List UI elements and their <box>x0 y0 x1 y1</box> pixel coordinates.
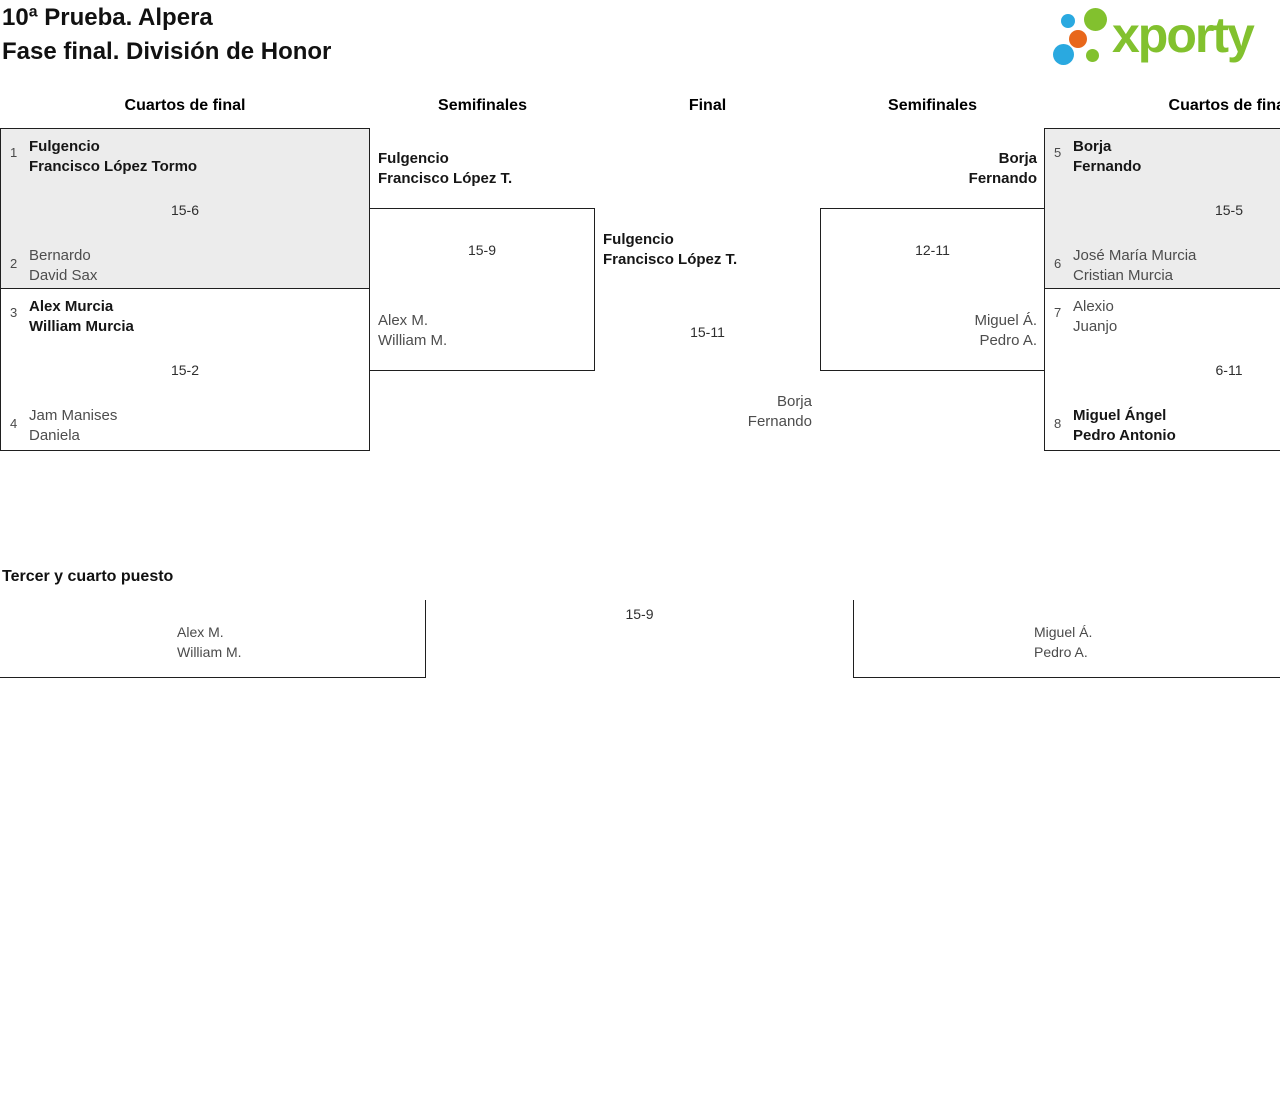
player-name: Miguel Ángel <box>1073 407 1167 424</box>
final-winner: Fulgencio Francisco López T. <box>603 230 737 270</box>
match-quarterfinal-3: 5 Borja Fernando 15-5 6 José María Murci… <box>1044 128 1280 289</box>
player-name: Fernando <box>1073 158 1142 175</box>
round-header-quarterfinals-right: Cuartos de final <box>1168 97 1280 114</box>
player-name: Miguel Á. <box>1034 624 1093 640</box>
player-name: Fulgencio <box>603 231 674 248</box>
logo-dot-icon <box>1061 14 1075 28</box>
match-semifinal-right <box>820 208 1045 371</box>
match-quarterfinal-2: 3 Alex Murcia William Murcia 15-2 4 Jam … <box>0 288 370 451</box>
player-name: Jam Manises <box>29 407 118 424</box>
semifinal-left-loser: Alex M. William M. <box>378 311 447 351</box>
match-score: 12-11 <box>915 242 950 258</box>
player-name: Alex M. <box>378 312 429 329</box>
round-header-final: Final <box>688 97 727 114</box>
player-name: Borja <box>998 150 1037 167</box>
match-quarterfinal-4: 7 Alexio Juanjo 6-11 8 Miguel Ángel Pedr… <box>1044 288 1280 451</box>
phase-title: Fase final. División de Honor <box>2 38 332 65</box>
seed-number: 7 <box>1054 305 1062 320</box>
player-name: Pedro A. <box>979 332 1037 349</box>
player-name: Fulgencio <box>378 150 449 167</box>
semifinal-right-loser: Miguel Á. Pedro A. <box>837 311 1037 351</box>
player-name: Cristian Murcia <box>1073 267 1174 284</box>
third-place-title: Tercer y cuarto puesto <box>2 568 174 585</box>
player-name: José María Murcia <box>1073 247 1197 264</box>
team-name: Jam Manises Daniela <box>29 406 117 446</box>
round-header-semifinals-left: Semifinales <box>438 97 527 114</box>
round-header-semifinals-right: Semifinales <box>888 97 977 114</box>
page-title: 10ª Prueba. Alpera Fase final. División … <box>2 1 331 69</box>
team-name: José María Murcia Cristian Murcia <box>1073 246 1196 286</box>
team-name-winner: Borja Fernando <box>1073 137 1141 177</box>
team-name-winner: Fulgencio Francisco López Tormo <box>29 137 197 177</box>
player-name: Pedro Antonio <box>1073 427 1176 444</box>
team-name-winner: Miguel Ángel Pedro Antonio <box>1073 406 1176 446</box>
player-name: Francisco López Tormo <box>29 158 198 175</box>
seed-number: 8 <box>1054 416 1062 431</box>
player-name: Alex M. <box>177 624 224 640</box>
player-name: Fulgencio <box>29 138 100 155</box>
match-score: 15-9 <box>625 606 654 622</box>
player-name: Daniela <box>29 427 80 444</box>
player-name: Juanjo <box>1073 318 1118 335</box>
seed-number: 1 <box>10 145 18 160</box>
match-score: 15-6 <box>170 202 200 218</box>
player-name: Pedro A. <box>1034 644 1088 660</box>
match-score: 6-11 <box>1215 362 1243 378</box>
seed-number: 4 <box>10 416 18 431</box>
final-loser: Borja Fernando <box>612 392 812 432</box>
player-name: Alex Murcia <box>29 298 114 315</box>
event-title: 10ª Prueba. Alpera <box>2 4 213 31</box>
player-name: Borja <box>1073 138 1112 155</box>
seed-number: 3 <box>10 305 18 320</box>
logo-dot-icon <box>1086 49 1099 62</box>
seed-number: 2 <box>10 256 18 271</box>
player-name: Fernando <box>968 170 1037 187</box>
logo-dot-icon <box>1069 30 1087 48</box>
player-name: Francisco López T. <box>378 170 513 187</box>
player-name: Fernando <box>747 413 812 430</box>
semifinal-right-winner: Borja Fernando <box>837 149 1037 189</box>
logo-dot-icon <box>1084 8 1107 31</box>
match-score: 15-2 <box>170 362 200 378</box>
third-place-team-right: Miguel Á. Pedro A. <box>1034 622 1092 662</box>
team-name-winner: Alex Murcia William Murcia <box>29 297 134 337</box>
semifinal-left-winner: Fulgencio Francisco López T. <box>378 149 512 189</box>
round-header-quarterfinals-left: Cuartos de final <box>124 97 246 114</box>
seed-number: 6 <box>1054 256 1062 271</box>
player-name: William Murcia <box>29 318 134 335</box>
player-name: David Sax <box>29 267 98 284</box>
match-semifinal-left <box>369 208 595 371</box>
third-place-team-left: Alex M. William M. <box>177 622 242 662</box>
player-name: Alexio <box>1073 298 1114 315</box>
third-place-bracket-line-right <box>853 600 1280 678</box>
player-name: William M. <box>378 332 448 349</box>
logo-wordmark: xporty <box>1112 7 1255 63</box>
player-name: Francisco López T. <box>603 251 738 268</box>
seed-number: 5 <box>1054 145 1062 160</box>
match-score: 15-5 <box>1214 202 1244 218</box>
player-name: Borja <box>776 393 812 410</box>
third-place-bracket-line-left <box>0 600 426 678</box>
player-name: William M. <box>177 644 242 660</box>
match-score: 15-11 <box>690 324 725 340</box>
team-name: Bernardo David Sax <box>29 246 97 286</box>
player-name: Bernardo <box>29 247 91 264</box>
logo-dot-icon <box>1053 44 1074 65</box>
team-name: Alexio Juanjo <box>1073 297 1117 337</box>
match-quarterfinal-1: 1 Fulgencio Francisco López Tormo 15-6 2… <box>0 128 370 289</box>
match-score: 15-9 <box>467 242 497 258</box>
player-name: Miguel Á. <box>974 312 1037 329</box>
